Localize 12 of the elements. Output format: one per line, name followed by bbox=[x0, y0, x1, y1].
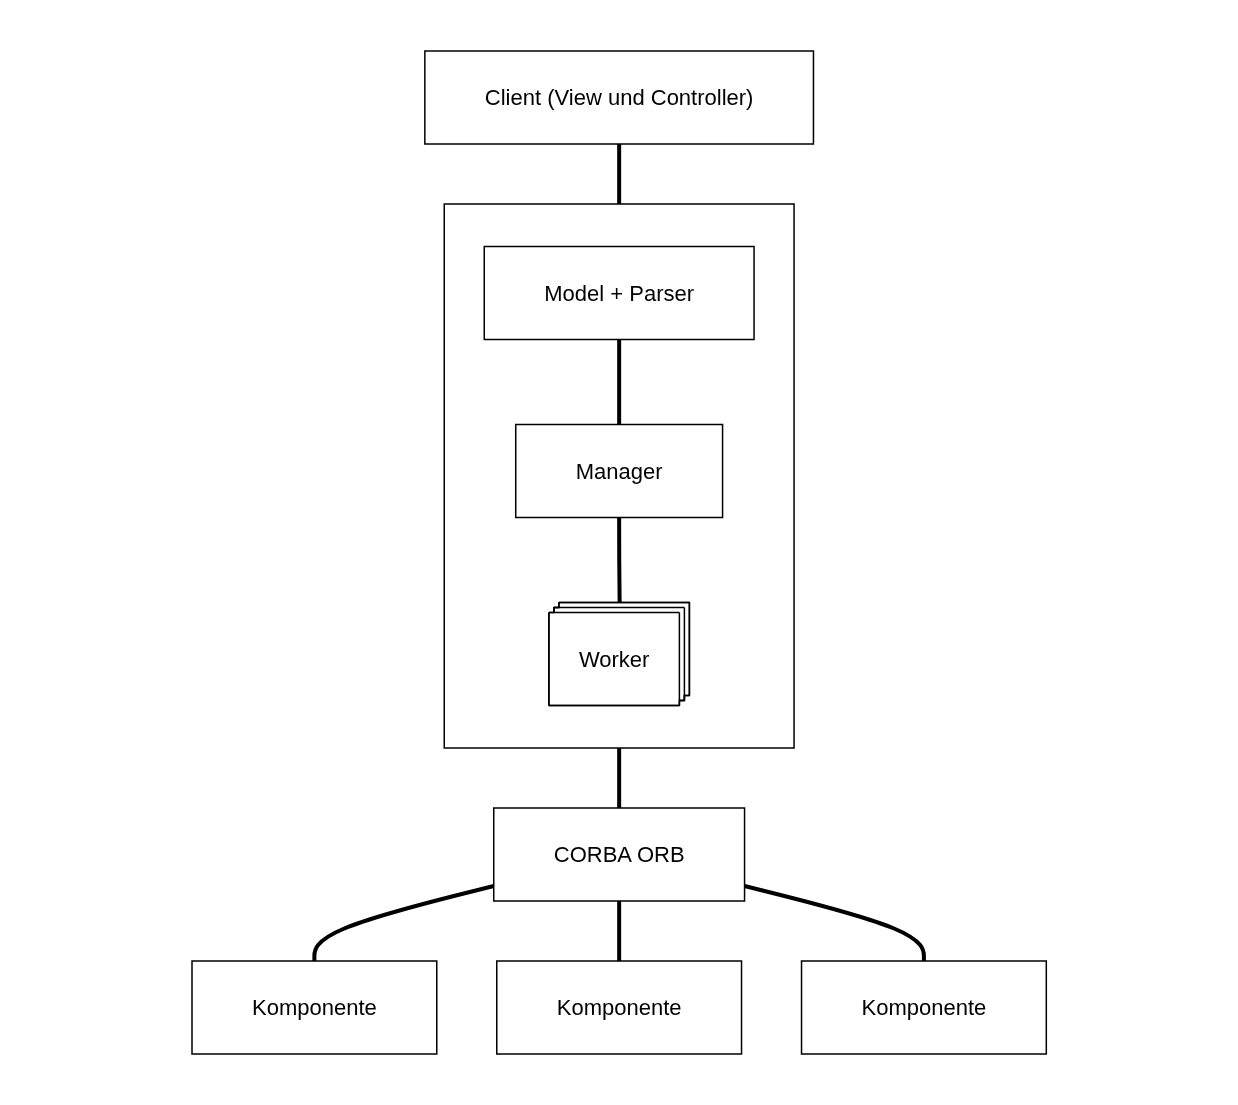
node-box: Client (View und Controller) bbox=[423, 50, 815, 145]
node-box: Komponente bbox=[495, 960, 743, 1055]
connector bbox=[617, 339, 621, 425]
node-box: CORBA ORB bbox=[492, 807, 746, 902]
cluster bbox=[443, 203, 795, 749]
node-box: Komponente bbox=[191, 960, 438, 1055]
node-box: Komponente bbox=[800, 960, 1047, 1055]
connector bbox=[617, 748, 621, 808]
node-box: Model + Parser bbox=[483, 245, 755, 341]
connector bbox=[617, 144, 621, 204]
connector bbox=[617, 901, 621, 961]
node-box: Manager bbox=[514, 423, 724, 519]
